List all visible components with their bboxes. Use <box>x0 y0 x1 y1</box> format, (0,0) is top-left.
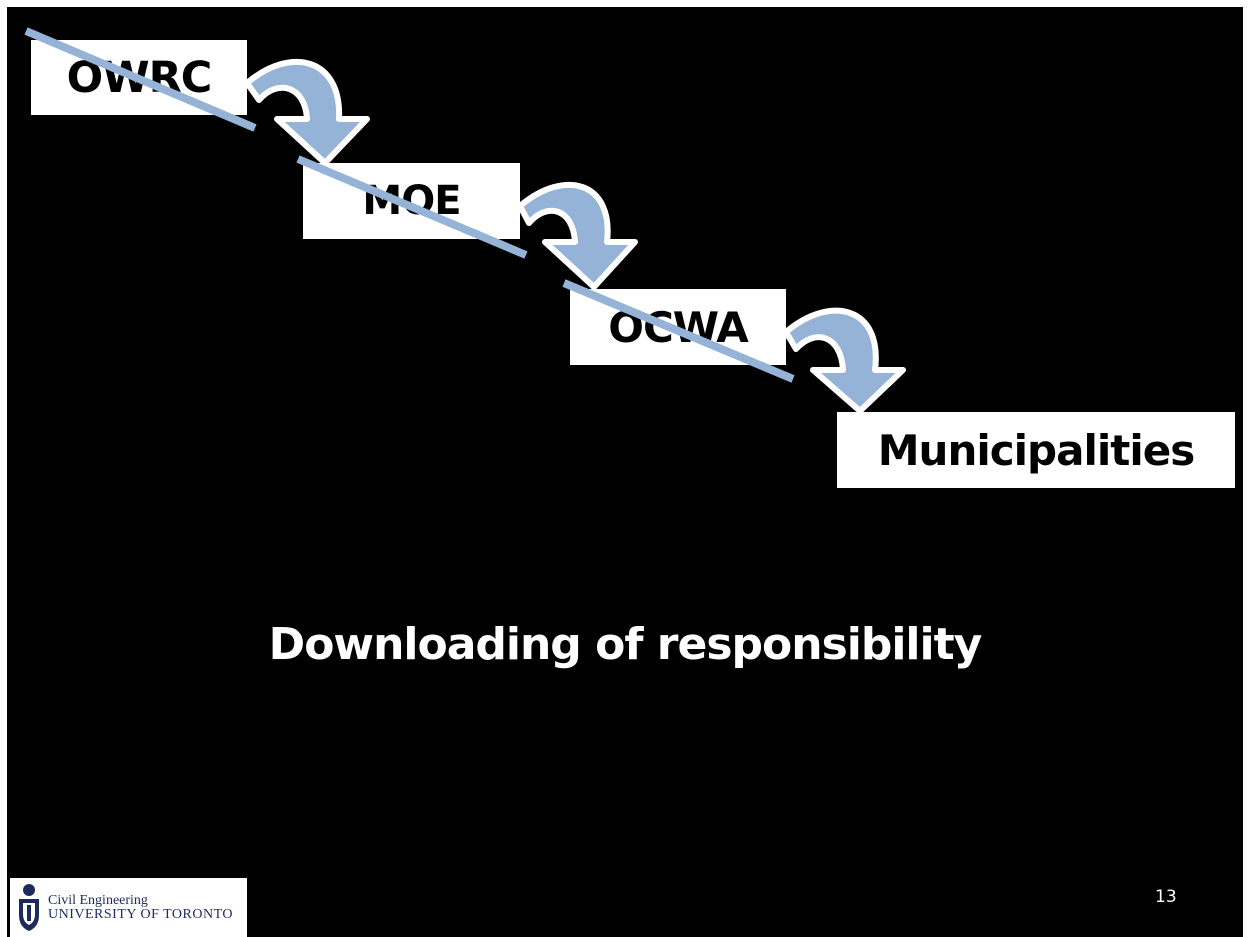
logo-line1: Civil Engineering <box>48 892 148 908</box>
strike-line-ocwa <box>562 279 795 383</box>
curved-arrow-3 <box>783 307 906 414</box>
municipalities-box: Municipalities <box>837 412 1235 488</box>
page-number: 13 <box>1155 887 1177 907</box>
logo-line2: UNIVERSITY OF TORONTO <box>48 906 233 922</box>
diagram-overlay <box>24 27 906 414</box>
crest-icon <box>19 883 39 931</box>
strike-line-moe <box>296 155 528 259</box>
university-logo: Civil Engineering UNIVERSITY OF TORONTO <box>10 878 247 937</box>
logo-text: Civil Engineering UNIVERSITY OF TORONTO <box>48 892 233 922</box>
curved-arrow-2 <box>517 181 638 290</box>
curved-arrow-1 <box>244 58 370 166</box>
moe-label: MOE <box>362 178 461 224</box>
municipalities-label: Municipalities <box>877 425 1195 475</box>
caption: Downloading of responsibility <box>268 619 983 670</box>
slide: OWRC MOE OCWA Municipalities Downloading… <box>7 7 1243 937</box>
strike-line-owrc <box>24 27 257 132</box>
